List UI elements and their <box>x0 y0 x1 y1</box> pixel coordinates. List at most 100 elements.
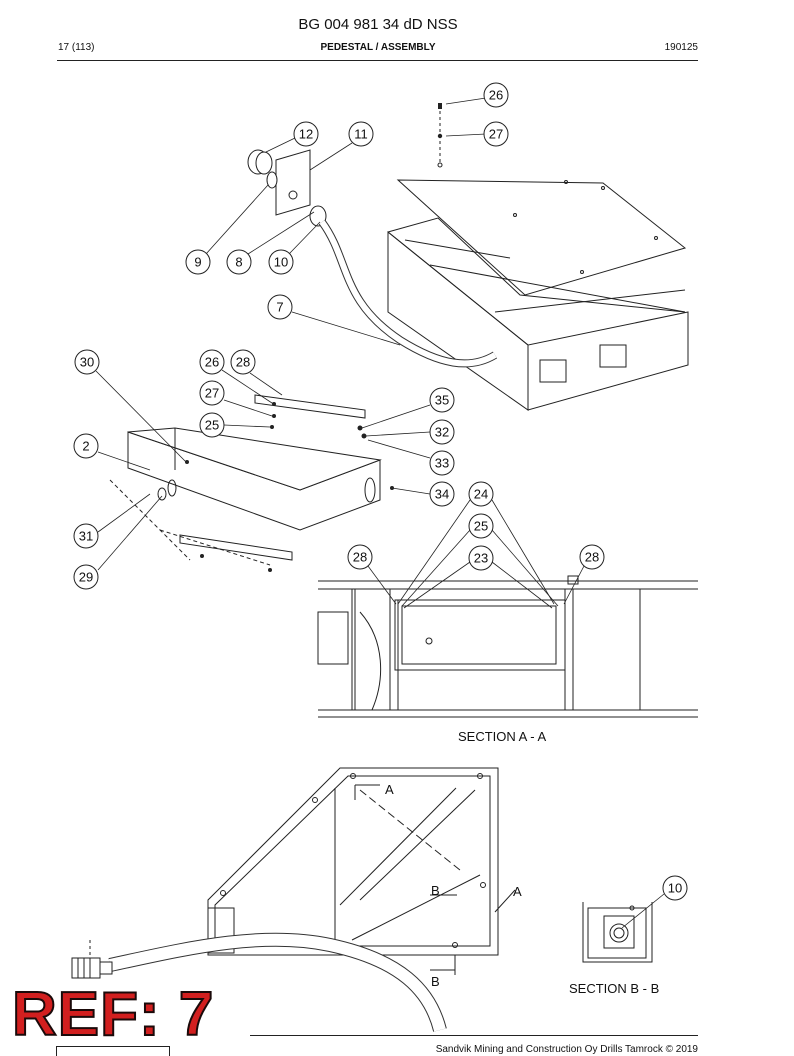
callout-circle <box>293 121 319 147</box>
callout-10: 10 <box>268 249 294 275</box>
cut-label-b-top: B <box>431 883 440 898</box>
callout-24: 24 <box>468 481 494 507</box>
callout-number: 8 <box>235 255 242 270</box>
callout-number: 10 <box>668 881 682 896</box>
callout-28: 28 <box>230 349 256 375</box>
callout-number: 25 <box>205 418 219 433</box>
callout-number: 11 <box>354 127 368 142</box>
page-number: 17 (113) <box>58 42 95 53</box>
callout-circle <box>347 544 373 570</box>
callout-circle <box>199 412 225 438</box>
callout-circle <box>230 349 256 375</box>
callout-number: 28 <box>236 355 250 370</box>
callout-circle <box>662 875 688 901</box>
callout-11: 11 <box>348 121 374 147</box>
callout-25: 25 <box>199 412 225 438</box>
socket-plate <box>247 149 327 227</box>
callout-circle <box>73 564 99 590</box>
callout-number: 27 <box>489 127 503 142</box>
cut-label-b-bottom: B <box>431 974 440 989</box>
callout-number: 30 <box>80 355 94 370</box>
callout-number: 31 <box>79 529 93 544</box>
callout-circle <box>579 544 605 570</box>
callout-27: 27 <box>483 121 509 147</box>
callout-circle <box>73 523 99 549</box>
callout-35: 35 <box>429 387 455 413</box>
callout-number: 24 <box>474 487 488 502</box>
callout-circle <box>429 419 455 445</box>
callout-12: 12 <box>293 121 319 147</box>
callout-32: 32 <box>429 419 455 445</box>
callout-9: 9 <box>185 249 211 275</box>
ref-badge: REF: 7 <box>11 980 215 1049</box>
hose-connector <box>71 940 113 979</box>
callout-circle <box>267 294 293 320</box>
callout-10: 10 <box>662 875 688 901</box>
fastener-markers <box>185 103 443 572</box>
footer-rule <box>250 1035 698 1036</box>
callout-33: 33 <box>429 450 455 476</box>
callout-number: 26 <box>205 355 219 370</box>
callout-circle <box>468 481 494 507</box>
callout-26: 26 <box>199 349 225 375</box>
callout-circle <box>268 249 294 275</box>
company-logo <box>56 1046 170 1056</box>
callout-34: 34 <box>429 481 455 507</box>
lower-box-view <box>207 767 516 975</box>
header-rule <box>57 60 698 61</box>
callout-number: 27 <box>205 386 219 401</box>
callout-25: 25 <box>468 513 494 539</box>
callout-circle <box>429 481 455 507</box>
section-bb-view <box>582 902 653 963</box>
callout-number: 34 <box>435 487 449 502</box>
callout-29: 29 <box>73 564 99 590</box>
callout-number: 25 <box>474 519 488 534</box>
callout-27: 27 <box>199 380 225 406</box>
callout-28: 28 <box>347 544 373 570</box>
callout-number: 29 <box>79 570 93 585</box>
callout-circle <box>468 513 494 539</box>
tray-middle <box>109 394 382 566</box>
callout-number: 35 <box>435 393 449 408</box>
callout-number: 12 <box>299 127 313 142</box>
callout-circle <box>483 121 509 147</box>
callout-circle <box>73 433 99 459</box>
callout-layer: 26 27 12 11 9 8 10 7 30 26 28 27 25 35 32 33 2 34 24 25 23 28… <box>73 82 688 901</box>
callout-circle <box>199 380 225 406</box>
cut-label-a-right: A <box>513 884 522 899</box>
pedestal-box-upper <box>387 105 689 411</box>
callout-number: 26 <box>489 88 503 103</box>
section-bb-label: SECTION B - B <box>569 981 659 996</box>
leader-lines <box>95 97 665 929</box>
callout-7: 7 <box>267 294 293 320</box>
callout-number: 33 <box>435 456 449 471</box>
callout-number: 10 <box>274 255 288 270</box>
callout-number: 32 <box>435 425 449 440</box>
callout-number: 23 <box>474 551 488 566</box>
callout-number: 9 <box>194 255 201 270</box>
callout-circle <box>468 545 494 571</box>
cut-label-a-top: A <box>385 782 394 797</box>
section-aa-label: SECTION A - A <box>458 729 546 744</box>
callout-circle <box>226 249 252 275</box>
callout-28: 28 <box>579 544 605 570</box>
callout-circle <box>429 387 455 413</box>
callout-23: 23 <box>468 545 494 571</box>
callout-number: 2 <box>82 439 89 454</box>
callout-2: 2 <box>73 433 99 459</box>
callout-number: 7 <box>276 300 283 315</box>
callout-31: 31 <box>73 523 99 549</box>
callout-circle <box>429 450 455 476</box>
callout-number: 28 <box>353 550 367 565</box>
document-title: BG 004 981 34 dD NSS <box>298 16 458 33</box>
callout-number: 28 <box>585 550 599 565</box>
callout-circle <box>74 349 100 375</box>
document-date: 190125 <box>664 42 698 53</box>
footer-copyright: Sandvik Mining and Construction Oy Drill… <box>435 1044 698 1055</box>
section-aa-view <box>317 575 698 718</box>
callout-circle <box>199 349 225 375</box>
callout-26: 26 <box>483 82 509 108</box>
callout-30: 30 <box>74 349 100 375</box>
callout-circle <box>348 121 374 147</box>
